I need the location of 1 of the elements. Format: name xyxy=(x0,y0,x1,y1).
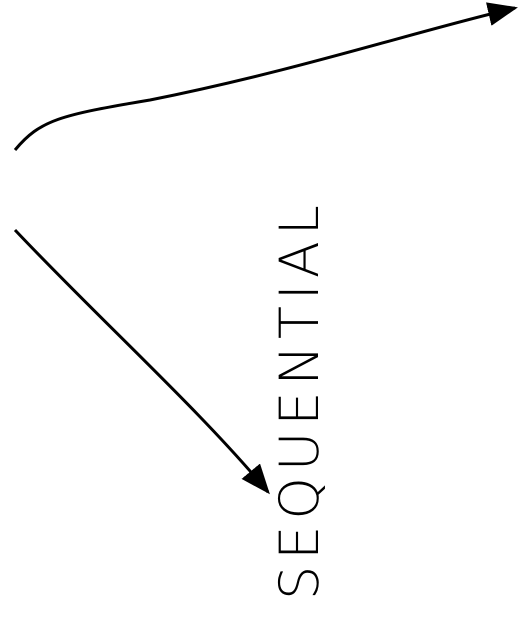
vertical-label: SEQUENTIAL xyxy=(268,199,331,600)
